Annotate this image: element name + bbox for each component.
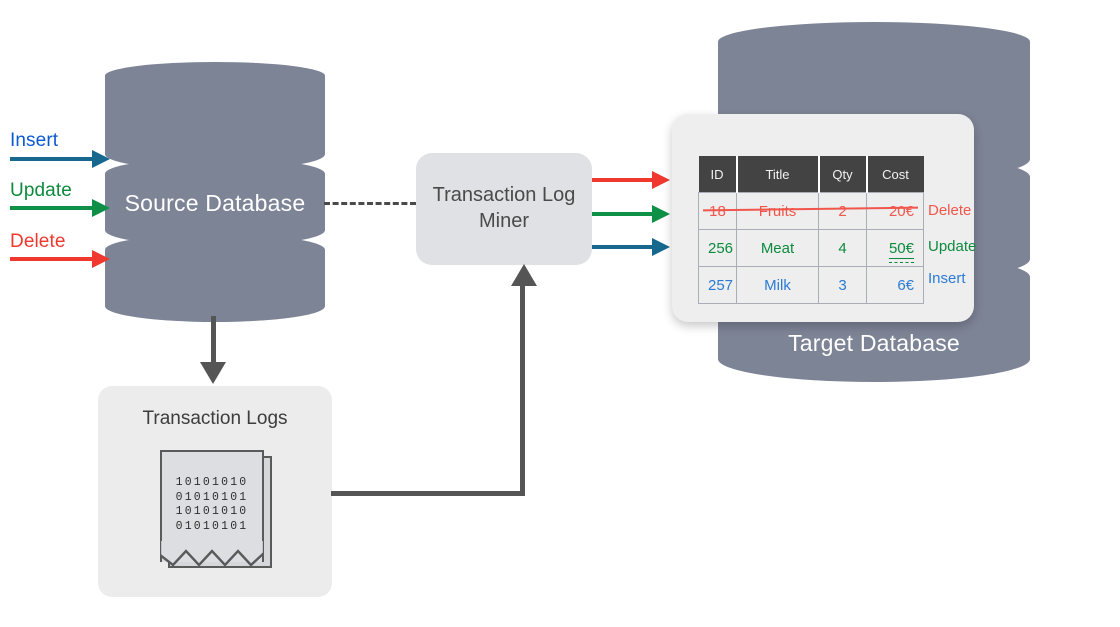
binary-digits: 10101010 01010101 10101010 01010101 <box>175 476 249 533</box>
output-arrow-insert-shaft <box>592 245 654 249</box>
cell-title: Milk <box>736 266 819 304</box>
delete-label: Delete <box>10 231 66 252</box>
cell-title: Meat <box>736 229 819 267</box>
cell-qty: 3 <box>818 266 867 304</box>
output-arrow-delete-shaft <box>592 178 654 182</box>
source-db-disc-bottom <box>105 234 325 322</box>
source-to-miner-dashed-line <box>324 202 416 205</box>
column-header-id: ID <box>698 156 738 193</box>
transaction-logs-box[interactable]: Transaction Logs 10101010 01010101 10101… <box>98 386 332 597</box>
update-arrow-shaft <box>10 206 94 210</box>
insert-arrow-head <box>92 150 110 168</box>
target-database-label: Target Database <box>788 330 960 356</box>
target-db-disc-cap <box>718 22 1030 132</box>
output-arrow-update-head <box>652 205 670 223</box>
source-database-label: Source Database <box>124 190 306 216</box>
transaction-log-miner-label: Transaction Log Miner <box>432 184 576 232</box>
transaction-log-miner-box[interactable]: Transaction Log Miner <box>416 153 592 265</box>
table-row: 256 Meat 4 50€ <box>698 229 924 267</box>
source-db-disc-cap <box>105 62 325 138</box>
cdc-table: ID Title Qty Cost 18 Fruits 2 20€ 256 Me… <box>698 156 924 304</box>
logs-to-miner-arrow-head <box>511 264 537 286</box>
source-db-disc-middle <box>105 158 325 246</box>
cell-id: 18 <box>698 192 737 230</box>
table-row: 257 Milk 3 6€ <box>698 266 924 304</box>
cdc-table-header-row: ID Title Qty Cost <box>698 156 924 193</box>
output-arrow-update-shaft <box>592 212 654 216</box>
row-op-tag-insert: Insert <box>928 270 966 287</box>
source-database-cylinder <box>105 62 325 322</box>
cell-title: Fruits <box>736 192 819 230</box>
table-row: 18 Fruits 2 20€ <box>698 192 924 230</box>
log-sheet-icon: 10101010 01010101 10101010 01010101 <box>160 450 276 568</box>
source-to-logs-arrow-shaft <box>211 316 216 366</box>
insert-arrow-shaft <box>10 157 94 161</box>
cell-cost: 6€ <box>866 266 924 304</box>
column-header-qty: Qty <box>818 156 868 193</box>
column-header-title: Title <box>736 156 820 193</box>
update-label: Update <box>10 180 72 201</box>
cell-cost: 50€ <box>866 229 924 267</box>
column-header-cost: Cost <box>866 156 924 193</box>
output-arrow-insert-head <box>652 238 670 256</box>
changed-value: 50€ <box>888 239 914 259</box>
logs-to-miner-vertical-segment <box>520 283 525 493</box>
cell-id: 256 <box>698 229 737 267</box>
cell-qty: 2 <box>818 192 867 230</box>
cell-cost: 20€ <box>866 192 924 230</box>
update-arrow-head <box>92 199 110 217</box>
cell-qty: 4 <box>818 229 867 267</box>
logs-to-miner-horizontal-segment <box>331 491 525 496</box>
row-op-tag-delete: Delete <box>928 202 972 219</box>
cell-id: 257 <box>698 266 737 304</box>
torn-edge-icon <box>160 541 264 567</box>
delete-arrow-shaft <box>10 257 94 261</box>
source-to-logs-arrow-head <box>200 362 226 384</box>
transaction-logs-title: Transaction Logs <box>142 408 288 429</box>
row-op-tag-update: Update <box>928 238 977 255</box>
insert-label: Insert <box>10 130 59 151</box>
delete-arrow-head <box>92 250 110 268</box>
output-arrow-delete-head <box>652 171 670 189</box>
